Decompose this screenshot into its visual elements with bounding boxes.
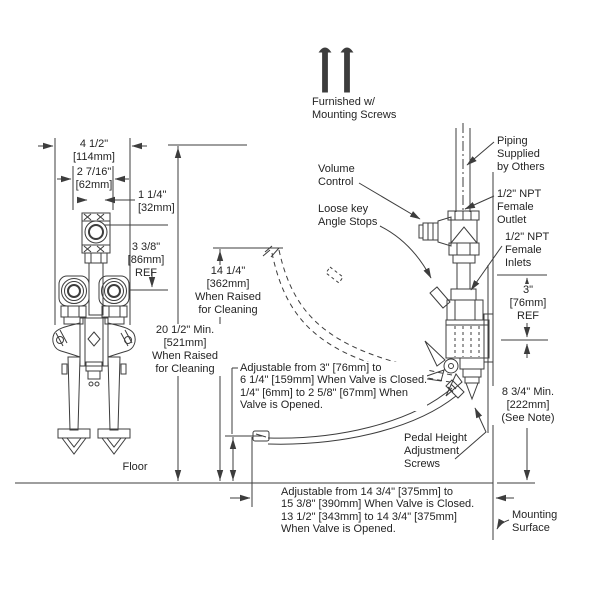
angle-stops-label: Loose key Angle Stops	[318, 203, 377, 229]
supply-pipe	[455, 123, 471, 217]
dim-line: [521mm]	[163, 337, 207, 349]
front-view-drawing	[52, 212, 136, 455]
mounting-screws-drawing	[318, 47, 354, 93]
pedal-height-note: Adjustable from 3" [76mm] to 6 1/4" [159…	[240, 362, 428, 412]
label-line: Loose key	[318, 203, 369, 215]
dim-port-drop: 3 3/8" [86mm] REF	[119, 241, 173, 280]
dim-line: [362mm]	[206, 278, 250, 290]
label-line: Screws	[404, 458, 441, 470]
dim-line: 20 1/2" Min.	[155, 324, 215, 336]
note-line: Adjustable from 14 3/4" [375mm] to	[281, 486, 454, 498]
note-line: When Valve is Opened.	[281, 522, 396, 535]
angle-stop-fitting	[429, 286, 451, 309]
inlets-label: 1/2" NPT Female Inlets	[505, 231, 549, 270]
label-line: Mounting	[512, 509, 558, 521]
dimension-lines	[38, 138, 548, 507]
label-line: Control	[318, 176, 354, 188]
label-line: by Others	[497, 161, 545, 173]
dim-line: 4 1/2"	[79, 138, 109, 150]
furnished-screws-label: Furnished w/ Mounting Screws	[312, 96, 396, 122]
label-line: Angle Stops	[318, 216, 378, 228]
label-line: Piping	[497, 135, 528, 147]
note-line: 15 3/8" [390mm] When Valve is Closed.	[281, 498, 475, 511]
dim-line: When Raised	[151, 350, 219, 362]
dim-line: 14 1/4"	[210, 265, 246, 277]
note-line: 1/4" [6mm] to 2 5/8" [67mm] When	[240, 386, 408, 399]
dim-line: for Cleaning	[155, 363, 215, 375]
note-line: Adjustable from 3" [76mm] to	[240, 362, 382, 374]
dim-line: [114mm]	[73, 151, 115, 163]
dim-line: 3"	[522, 284, 534, 296]
floor-label: Floor	[115, 461, 155, 474]
label-line: Adjustment	[404, 445, 460, 457]
dim-line: 3 3/8"	[131, 241, 161, 253]
dim-raised-overall: 20 1/2" Min. [521mm] When Raised for Cle…	[147, 324, 223, 376]
label-line: Surface	[512, 522, 550, 534]
dim-line: [86mm]	[127, 254, 165, 266]
volume-control-handle	[418, 216, 452, 247]
mounting-surface-label: Mounting Surface	[512, 509, 557, 535]
dim-line: 1 1/4"	[138, 189, 167, 201]
side-view-drawing	[252, 123, 494, 540]
label-line: Pedal Height	[404, 432, 467, 444]
dim-line: When Raised	[194, 291, 262, 303]
label-line: Supplied	[497, 148, 540, 160]
dim-line: (See Note)	[501, 412, 555, 424]
piping-label: Piping Supplied by Others	[497, 135, 545, 174]
label-line: Volume	[318, 163, 355, 175]
dim-line: for Cleaning	[198, 304, 258, 316]
dim-overall-width: 4 1/2" [114mm]	[58, 138, 130, 164]
dim-line: 2 7/16"	[76, 166, 112, 178]
dim-line: REF	[135, 267, 157, 279]
label-line: Floor	[122, 461, 148, 473]
label-line: 1/2" NPT	[497, 188, 542, 200]
dim-line: [222mm]	[506, 399, 550, 411]
label-line: Female	[505, 244, 542, 256]
label-line: Inlets	[505, 257, 532, 269]
dim-inlet-ref: 3" [76mm] REF	[502, 284, 554, 323]
label-line: Female	[497, 201, 534, 213]
label-line: Furnished w/	[312, 96, 375, 108]
note-line: Valve is Opened.	[240, 398, 323, 411]
outlet-label: 1/2" NPT Female Outlet	[497, 188, 541, 227]
leader-lines	[358, 141, 510, 530]
dim-line: REF	[517, 310, 539, 322]
dim-line: [62mm]	[75, 179, 113, 191]
volume-control-label: Volume Control	[318, 163, 355, 189]
pedal-screws-label: Pedal Height Adjustment Screws	[404, 432, 467, 471]
note-line: 13 1/2" [343mm] to 14 3/4" [375mm]	[281, 510, 457, 523]
dim-line: 8 3/4" Min.	[501, 386, 555, 398]
dim-line: [76mm]	[509, 297, 547, 309]
dim-offset: 1 1/4" [32mm]	[138, 189, 175, 215]
label-line: Mounting Screws	[312, 109, 397, 121]
pedal-reach-note: Adjustable from 14 3/4" [375mm] to 15 3/…	[281, 486, 474, 535]
label-line: 1/2" NPT	[505, 231, 550, 243]
dim-line: [32mm]	[138, 202, 175, 214]
dim-center-width: 2 7/16" [62mm]	[58, 166, 130, 192]
dim-clearance: 8 3/4" Min. [222mm] (See Note)	[489, 386, 567, 425]
note-line: 6 1/4" [159mm] When Valve is Closed.	[240, 374, 428, 387]
pedal-adjustment-screw	[465, 382, 479, 401]
dim-raised-pedal: 14 1/4" [362mm] When Raised for Cleaning	[190, 265, 266, 317]
label-line: Outlet	[497, 214, 527, 226]
